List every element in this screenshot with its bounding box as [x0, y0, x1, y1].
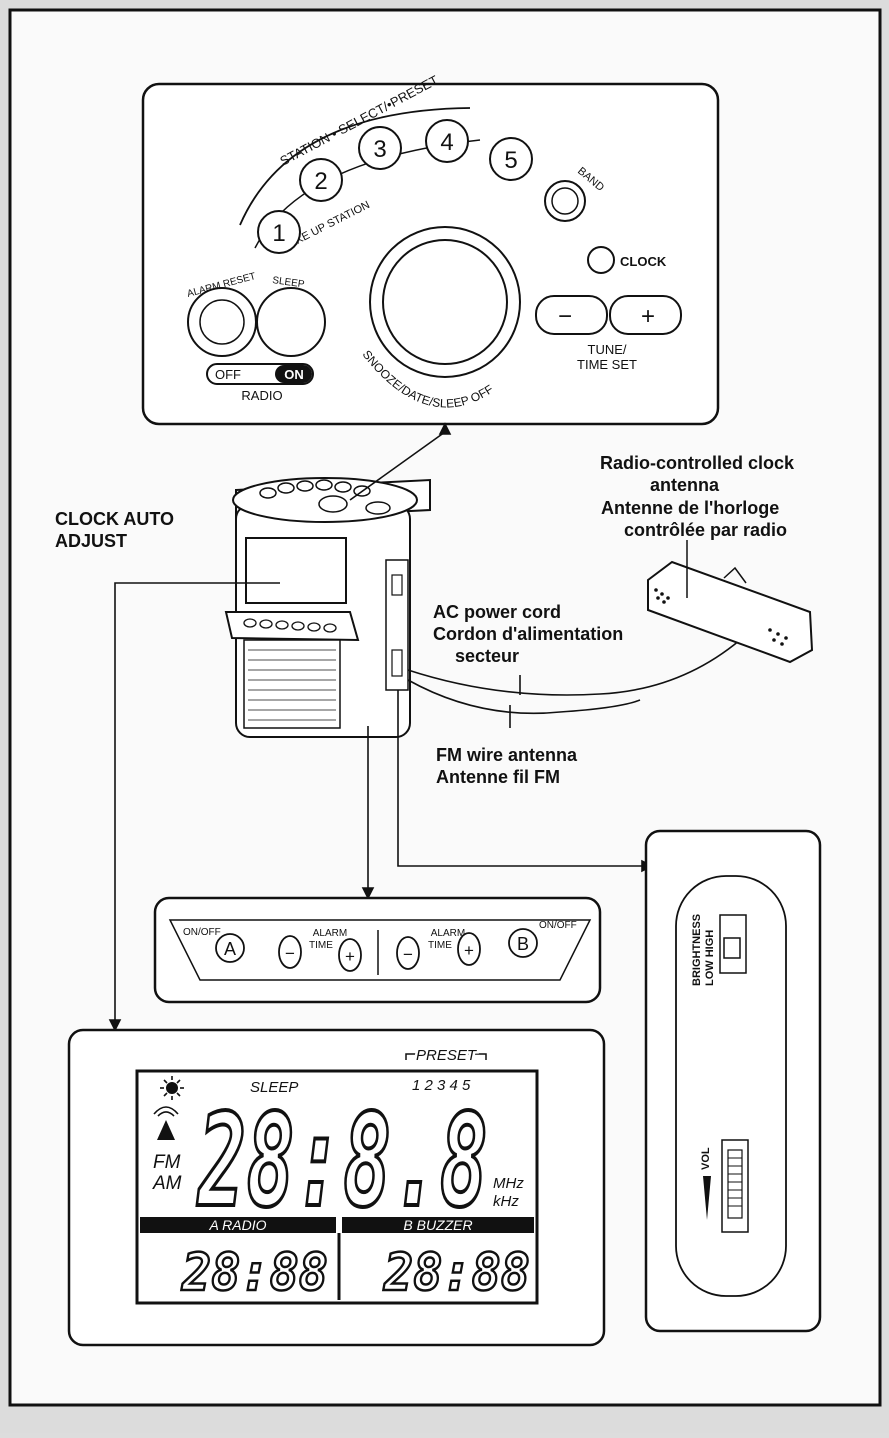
lcd-screen [135, 1069, 539, 1305]
low-high-label: LOW HIGH [704, 930, 716, 986]
preset-button-5[interactable]: 5 [489, 137, 533, 181]
sleep-button-label: SLEEP [272, 275, 306, 290]
radio-label: RADIO [241, 388, 282, 403]
fm-antenna-label-1: FM wire antenna [436, 745, 578, 765]
preset-5-label: 5 [504, 147, 517, 174]
ac-cord-label-2: Cordon d'alimentation [433, 624, 623, 644]
antenna-label-2: antenna [650, 475, 720, 495]
sleep-button[interactable] [256, 287, 326, 357]
alarm-a-label: A [224, 939, 236, 959]
clock-auto-label-1: CLOCK AUTO [55, 509, 174, 529]
volume-dial[interactable] [721, 1139, 749, 1233]
tune-minus-label: − [558, 303, 572, 330]
antenna-label-4: contrôlée par radio [624, 520, 787, 540]
clock-label: CLOCK [620, 254, 667, 269]
b-buzzer-bar [342, 1217, 534, 1233]
preset-1-label: 1 [272, 220, 285, 247]
side-control-panel: BRIGHTNESS LOW HIGH VOL [644, 829, 822, 1333]
band-button[interactable] [544, 180, 586, 222]
alarm-b-label: B [517, 934, 529, 954]
speaker-grille [243, 639, 341, 729]
alarm-a-onoff-label: ON/OFF [183, 927, 221, 938]
alarm-b-onoff-label: ON/OFF [539, 920, 577, 931]
alarm-panel-plate [168, 919, 592, 981]
radio-on-label: ON [284, 367, 304, 382]
alarm-b-time-plus-button[interactable]: + [457, 932, 481, 966]
preset-arc [239, 107, 471, 226]
signal-icon [153, 1106, 179, 1140]
lcd-fm-label: FM [153, 1152, 181, 1173]
radio-off-label: OFF [215, 367, 241, 382]
radio-controlled-antenna [647, 540, 814, 664]
lcd-sleep-label: SLEEP [250, 1079, 298, 1096]
alarm-a-time-plus-button[interactable]: + [338, 938, 362, 972]
callout-labels: CLOCK AUTO ADJUST Radio-controlled clock… [55, 453, 795, 787]
preset-3-label: 3 [373, 136, 386, 163]
preset-4-label: 4 [440, 129, 453, 156]
preset-header-label: PRESET [416, 1047, 478, 1064]
a-radio-label: A RADIO [208, 1217, 266, 1233]
preset-button-1[interactable]: 1 [257, 210, 301, 254]
tune-minus-button[interactable]: − [535, 295, 608, 335]
radio-screen [245, 537, 347, 604]
lcd-main-digits: 28:8.8 [197, 1087, 488, 1236]
preset-button-3[interactable]: 3 [358, 126, 402, 170]
alarm-b-time-label: TIME [428, 940, 452, 951]
alarm-control-panel: ON/OFF A − ALARM TIME + − ALARM TIME + B… [153, 896, 602, 1004]
brightness-switch[interactable] [719, 914, 747, 974]
lcd-preset-numbers: 1 2 3 4 5 [412, 1077, 471, 1094]
a-alarm-digits: 28:88 [181, 1243, 328, 1303]
preset-button-4[interactable]: 4 [425, 119, 469, 163]
antenna-label-1: Radio-controlled clock [600, 453, 795, 473]
lcd-mhz-label: MHz [493, 1175, 524, 1192]
alarm-a-time-minus-button[interactable]: − [278, 935, 302, 969]
alarm-a-minus-label: − [285, 944, 295, 963]
alarm-b-button[interactable]: B [508, 928, 538, 958]
clock-auto-label-2: ADJUST [55, 531, 127, 551]
alarm-a-time-label: TIME [309, 940, 333, 951]
sun-icon [160, 1076, 184, 1100]
alarm-a-alarm-label: ALARM [313, 928, 347, 939]
fm-antenna-label-2: Antenne fil FM [436, 767, 560, 787]
snooze-button[interactable] [369, 226, 521, 378]
b-buzzer-label: B BUZZER [403, 1217, 472, 1233]
brightness-label: BRIGHTNESS [691, 914, 703, 986]
preset-button-2[interactable]: 2 [299, 158, 343, 202]
tune-label-line1: TUNE/ [588, 342, 627, 357]
preset-2-label: 2 [314, 168, 327, 195]
tune-plus-label: + [641, 303, 655, 330]
radio-switch[interactable]: OFF ON [206, 363, 314, 385]
a-radio-bar [140, 1217, 336, 1233]
antenna-label-3: Antenne de l'horloge [601, 498, 779, 518]
alarm-a-button[interactable]: A [215, 933, 245, 963]
tune-plus-button[interactable]: + [609, 295, 682, 335]
clock-button[interactable] [587, 246, 615, 274]
top-control-panel: STATION • SELECT/•PRESET WAKE UP STATION… [141, 72, 720, 426]
alarm-a-plus-label: + [345, 947, 355, 966]
tune-label-line2: TIME SET [577, 357, 637, 372]
alarm-reset-button[interactable] [187, 287, 257, 357]
alarm-b-minus-label: − [403, 945, 413, 964]
vol-label: VOL [700, 1147, 712, 1170]
lcd-display-panel: PRESET SLEEP 1 2 3 4 5 FM AM 28:8.8 MHz … [67, 1028, 606, 1347]
b-alarm-digits: 28:88 [383, 1243, 530, 1303]
ac-cord-label-1: AC power cord [433, 602, 561, 622]
ac-cord-label-3: secteur [455, 646, 519, 666]
alarm-b-plus-label: + [464, 941, 474, 960]
alarm-b-time-minus-button[interactable]: − [396, 936, 420, 970]
volume-wedge-icon [703, 1176, 711, 1220]
lcd-am-label: AM [152, 1173, 182, 1194]
alarm-b-alarm-label: ALARM [431, 928, 465, 939]
callout-lines [108, 422, 741, 1032]
lcd-khz-label: kHz [493, 1193, 519, 1210]
radio-unit-illustration [224, 477, 431, 738]
